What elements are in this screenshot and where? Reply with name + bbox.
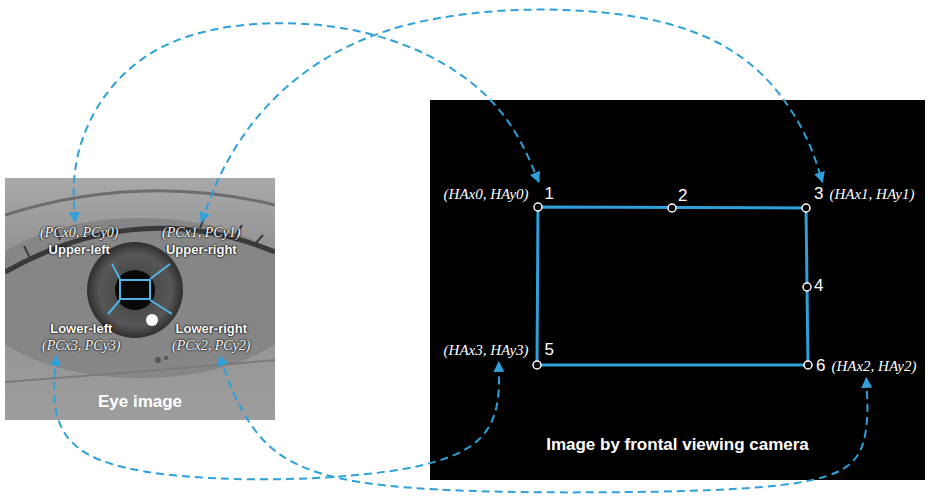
coordinate-label: (PCx2, PCy2) [172,337,251,354]
spot [164,356,168,360]
corner-label: (PCx0, PCy0)Upper-left [38,222,121,260]
coordinate-label: (HAx1, HAy1) [829,185,914,203]
point-number: 4 [814,276,823,296]
point-number: 3 [814,184,823,204]
point-number: 6 [816,356,825,376]
point-label: (HAx3, HAy3) 5 [442,338,556,362]
calibration-points [533,203,812,369]
point-number: 1 [545,184,554,204]
corner-name: Upper-left [49,241,110,258]
coordinate-label: (PCx3, PCy3) [42,337,121,354]
calibration-point [804,361,812,369]
eye-image: Eye image (PCx0, PCy0)Upper-left (PCx1, PC… [5,178,275,420]
coordinate-label: (PCx1, PCy1) [162,224,241,241]
corner-label: Lower-right(PCx2, PCy2) [170,318,253,356]
spot [155,357,161,363]
coordinate-label: (HAx0, HAy0) [444,185,529,203]
point-label: 3 (HAx1, HAy1) [812,182,916,206]
calibration-point [803,283,811,291]
camera-panel [430,100,925,480]
corner-label: Lower-left(PCx3, PCy3) [40,318,123,356]
point-number: 2 [678,186,687,206]
image-caption: Image by frontal viewing camera [546,435,809,455]
coordinate-label: (PCx0, PCy0) [40,224,119,241]
image-caption: Eye image [98,392,182,412]
dashed-arrow [201,10,822,222]
corner-label: (PCx1, PCy1)Upper-right [160,222,243,260]
calibration-point [802,204,810,212]
camera-image: Image by frontal viewing camera (HAx0, HA… [430,100,925,480]
sclera [5,218,275,378]
dashed-arrow [74,23,539,222]
dashed-arrow [220,356,868,492]
point-label: (HAx0, HAy0) 1 [442,182,556,206]
corner-name: Lower-left [50,320,112,337]
calibration-point [534,203,542,211]
gaze-rectangle [537,207,808,365]
point-number: 5 [545,340,554,360]
eyelid-crease [5,191,275,215]
pupil [115,270,155,310]
pupil-box [120,280,150,299]
leader-line [108,264,172,314]
coordinate-label: (HAx2, HAy2) [831,357,916,375]
corner-name: Lower-right [176,320,248,337]
lower-lid-line [5,360,275,382]
calibration-point [668,204,676,212]
coordinate-label: (HAx3, HAy3) [444,341,529,359]
point-label: 6 (HAx2, HAy2) [814,354,918,378]
glint [146,314,158,326]
dashed-arrow [54,356,499,479]
eye-photo [5,178,275,420]
corner-name: Upper-right [166,241,237,258]
calibration-point [533,361,541,369]
